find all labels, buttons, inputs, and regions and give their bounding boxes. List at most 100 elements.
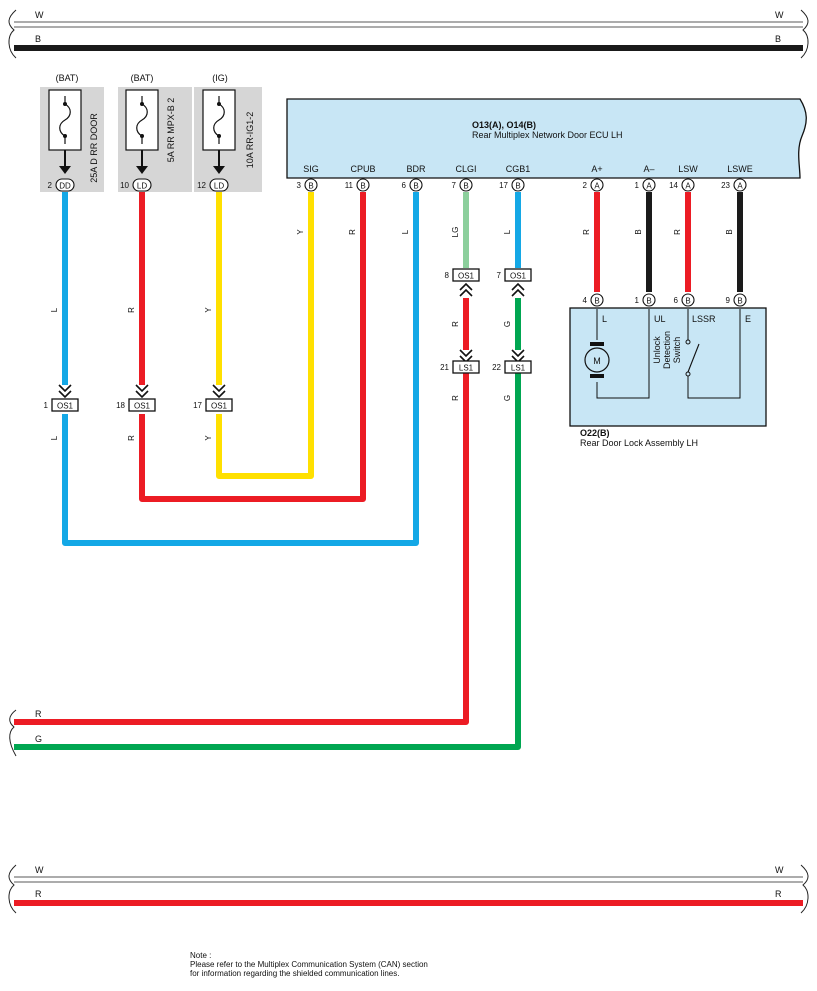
lock-term-lssr-name: LSSR: [692, 314, 716, 324]
note: Note : Please refer to the Multiplex Com…: [190, 951, 428, 978]
ls1-cgb1-pin: 22: [492, 363, 501, 372]
ecu-terminals: SIG 3 B CPUB 11 B BDR 6 B CLGI 7 B CGB1 …: [297, 164, 753, 192]
lock-term-lssr-conn-label: B: [685, 297, 690, 306]
motor-brush-bottom: [590, 374, 604, 378]
bottom-bus-left-brace: [8, 864, 17, 914]
motor-label: M: [593, 356, 601, 366]
os1-fuse3-box: [205, 398, 233, 412]
wire-fuse3-sig: [216, 192, 314, 479]
label-cpub: R: [348, 229, 357, 235]
lock-term-e-conn: [733, 293, 747, 307]
lock-term-lssr-pin: 6: [674, 296, 679, 305]
lock-switch-circuit: [687, 309, 741, 399]
ecu-term-cgb1-pin: 17: [499, 181, 508, 190]
motor-icon: [584, 347, 610, 373]
ecu-term-lsw-conn-label: A: [685, 182, 691, 191]
fuse2-arrow: [136, 166, 148, 174]
note-line-2: Please refer to the Multiplex Communicat…: [190, 960, 428, 969]
ecu-term-cgb1-conn-label: B: [515, 182, 520, 191]
wire-color-labels: L L R R Y Y Y R L LG R R L G G R B R B R…: [35, 227, 734, 744]
os1-cgb1-chevron: [511, 282, 525, 297]
os1-fuse2-chevron: [135, 384, 149, 399]
lock-term-l-conn: [590, 293, 604, 307]
bus-w-label-right: W: [775, 10, 784, 20]
fuse2-dot-top: [140, 102, 144, 106]
lock-term-l-conn-label: B: [594, 297, 599, 306]
fuse1-conn: [55, 178, 75, 192]
os1-clgi-chevron: [459, 282, 473, 297]
label-fuse2-upper: R: [127, 307, 136, 313]
wires: [9, 192, 743, 757]
os1-fuse1-pin: 1: [44, 401, 49, 410]
label-sig: Y: [296, 229, 305, 235]
ecu-term-sig-pin: 3: [297, 181, 302, 190]
ecu-term-cpub-conn: [356, 178, 370, 192]
fuse2-pin: 10: [120, 181, 129, 190]
ecu-term-cpub-pin: 11: [345, 181, 354, 190]
ecu-term-bdr-conn-label: B: [413, 182, 418, 191]
os1-fuse2-label: OS1: [134, 402, 151, 411]
label-out-g: G: [35, 734, 42, 744]
fuse3-conn-label: LD: [214, 182, 224, 191]
ecu-term-clgi-name: CLGI: [455, 164, 476, 174]
label-cgb1-low: G: [503, 395, 512, 401]
label-clgi-low: R: [451, 395, 460, 401]
lock-term-e-pin: 9: [726, 296, 731, 305]
ls1-clgi-chevron: [459, 349, 473, 364]
wire-cgb1-out: [14, 373, 521, 750]
fuse3-pin: 12: [197, 181, 206, 190]
os1-fuse3-pin: 17: [193, 401, 202, 410]
os1-fuse1-box: [51, 398, 79, 412]
fuse2-source: (BAT): [131, 73, 154, 83]
bus-b-label-right: B: [775, 34, 781, 44]
ecu-term-cpub-name: CPUB: [350, 164, 375, 174]
label-out-r: R: [35, 709, 42, 719]
ecu-term-clgi-pin: 7: [452, 181, 457, 190]
bus-left-brace: [8, 9, 17, 59]
label-bdr: L: [401, 229, 410, 234]
label-cgb1-mid: G: [503, 321, 512, 327]
switch-contact-bottom: [685, 371, 691, 377]
fuse1-name: 25A D RR DOOR: [89, 113, 99, 183]
ecu-term-lswe-conn: [733, 178, 747, 192]
wire-fuse1-bdr: [62, 192, 419, 546]
ecu-subtitle: Rear Multiplex Network Door ECU LH: [472, 130, 623, 140]
fuse3-source: (IG): [212, 73, 228, 83]
bottom-bus-right-brace: [800, 864, 809, 914]
ecu-term-bdr-pin: 6: [402, 181, 407, 190]
ls1-cgb1-label: LS1: [511, 364, 526, 373]
switch-contact-top: [685, 339, 691, 345]
lock-motor-circuit: [596, 309, 650, 399]
os1-fuse1-label: OS1: [57, 402, 74, 411]
lock-box: O22(B) Rear Door Lock Assembly LH M Unlo…: [569, 307, 767, 448]
lock-term-ul-conn-label: B: [646, 297, 651, 306]
switch-lever: [687, 343, 700, 373]
switch-label-3: Switch: [672, 337, 682, 364]
lock-subtitle: Rear Door Lock Assembly LH: [580, 438, 698, 448]
ls1-cgb1-chevron: [511, 349, 525, 364]
os1-fuse2-box: [128, 398, 156, 412]
fuse3-dot-bottom: [217, 134, 221, 138]
bottom-bus-w-label-right: W: [775, 865, 784, 875]
fuse-connectors: 2 DD 10 LD 12 LD: [48, 178, 229, 192]
ecu-term-sig-conn: [304, 178, 318, 192]
bottom-bus-r-label-left: R: [35, 889, 42, 899]
ecu-term-sig-conn-label: B: [308, 182, 313, 191]
label-clgi: LG: [451, 227, 460, 238]
ecu-term-aminus-pin: 1: [635, 181, 640, 190]
ls1-cgb1-box: [504, 360, 532, 374]
ecu-term-cgb1-name: CGB1: [506, 164, 531, 174]
fuse3-conn: [209, 178, 229, 192]
ecu-term-cpub-conn-label: B: [360, 182, 365, 191]
label-fuse3-upper: Y: [204, 307, 213, 313]
lock-term-ul-conn: [642, 293, 656, 307]
ecu-term-bdr-conn: [409, 178, 423, 192]
fuse1-dot-top: [63, 102, 67, 106]
os1-cgb1-label: OS1: [510, 272, 527, 281]
os1-fuse1-chevron: [58, 384, 72, 399]
ecu-box: O13(A), O14(B) Rear Multiplex Network Do…: [286, 98, 807, 179]
bottom-bus-r-label-right: R: [775, 889, 782, 899]
ecu-term-aplus-pin: 2: [583, 181, 588, 190]
os1-cgb1-box: [504, 268, 532, 282]
bus-w-label-left: W: [35, 10, 44, 20]
